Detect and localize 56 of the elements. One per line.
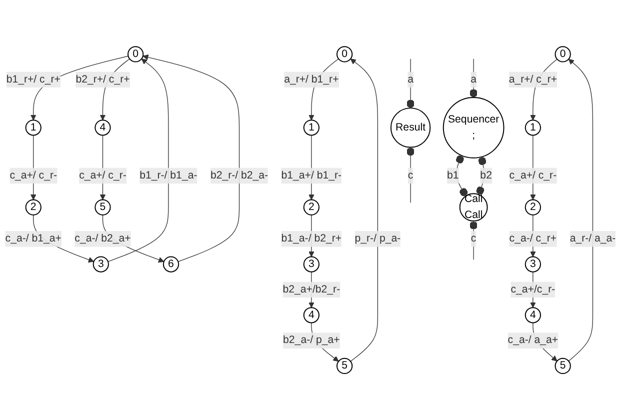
node-circle: 5	[336, 358, 353, 374]
node-circle: Sequencer ;	[442, 96, 504, 158]
edge-label: c_a+/ c_r-	[79, 170, 126, 181]
edge-label: c_a+/c_r-	[510, 284, 556, 295]
arrow	[568, 58, 594, 362]
arrow	[108, 58, 169, 262]
arrow	[142, 54, 240, 262]
node-circle: Result	[390, 107, 431, 148]
connector	[470, 58, 478, 98]
node-circle: 0	[128, 46, 144, 62]
edge-label: p_r-/ p_a-	[354, 232, 401, 244]
node-circle: 3	[303, 256, 320, 272]
node-circle: 2	[524, 199, 542, 216]
edge-label: b2_r+/ c_r+	[76, 74, 130, 85]
edge-label: b1_r-/ b1_a-	[140, 170, 198, 181]
edge-label: b1_r+/ c_r+	[6, 74, 60, 85]
connector	[470, 220, 478, 260]
edge-label: b2_a+/b2_r-	[282, 284, 340, 295]
node-circle: 2	[303, 199, 320, 216]
edge-label: b1_a+/ b1_r-	[281, 170, 342, 181]
edge-label: b1_a-/ b2_r+	[281, 232, 342, 244]
node-circle: 0	[554, 46, 571, 62]
edge-label: c	[408, 170, 414, 181]
node-circle: 0	[336, 46, 353, 62]
node-circle: 1	[25, 120, 42, 136]
edge-label: a_r+/ b1_r+	[284, 74, 339, 85]
edge-label: a_r-/ a_a-	[570, 232, 616, 244]
node-circle: 4	[524, 306, 542, 324]
edge-label: c_a-/ b1_a+	[5, 232, 62, 244]
edge-label: a	[470, 74, 477, 85]
node-circle: 6	[162, 256, 180, 272]
edge-label: a	[408, 74, 414, 85]
node-circle: 4	[303, 306, 320, 324]
node-circle: 1	[524, 120, 542, 136]
edge-label: c	[470, 232, 476, 244]
edge-label: b2_a-/ p_a+	[283, 334, 340, 346]
connector	[406, 58, 415, 108]
node-circle: 4	[94, 120, 111, 136]
edge-label: a_r+/ c_r+	[508, 74, 558, 85]
connector	[406, 146, 415, 203]
edge-label: c_a+/ c_r-	[509, 170, 557, 181]
arrow	[350, 58, 378, 362]
node-circle: 3	[92, 256, 109, 272]
edge-label: b1	[447, 170, 459, 181]
node-circle: 1	[303, 120, 320, 136]
edge-label: c_a-/ a_a+	[508, 334, 558, 346]
edge-label: c_a-/ c_r+	[509, 232, 557, 244]
node-circle: 3	[524, 256, 542, 272]
node-circle: 2	[25, 199, 42, 216]
edge-label: c_a-/ b2_a+	[74, 232, 131, 244]
connector	[456, 155, 468, 196]
node-circle: 5	[94, 199, 111, 216]
node-circle: 5	[554, 358, 571, 374]
edge-label: c_a+/ c_r-	[10, 170, 58, 181]
edge-label: b2	[480, 170, 492, 181]
edge-label: b2_r-/ b2_a-	[210, 170, 268, 181]
